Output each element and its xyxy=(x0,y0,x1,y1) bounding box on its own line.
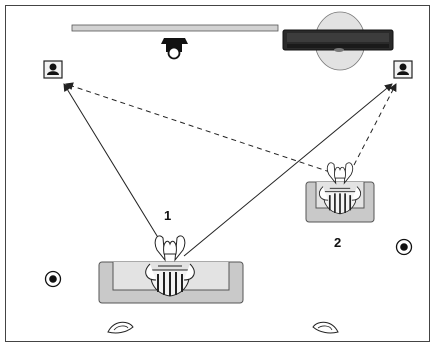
rear-right-speaker-icon xyxy=(312,321,339,334)
position-1-label: 1 xyxy=(164,208,171,223)
line-pos2-left xyxy=(65,82,331,173)
line-pos1-right xyxy=(183,83,393,257)
line-pos2-right xyxy=(353,83,397,166)
line-pos1-left xyxy=(63,83,163,245)
right-surround-speaker-icon xyxy=(395,238,413,256)
left-speaker-icon xyxy=(43,60,63,79)
center-speaker-icon xyxy=(161,38,188,60)
left-surround-speaker-icon xyxy=(44,270,62,288)
right-speaker-icon xyxy=(393,60,413,79)
wall-screen xyxy=(71,24,279,32)
tv-cabinet-icon xyxy=(282,11,394,71)
position-2-label: 2 xyxy=(334,235,341,250)
rear-left-speaker-icon xyxy=(107,321,134,334)
